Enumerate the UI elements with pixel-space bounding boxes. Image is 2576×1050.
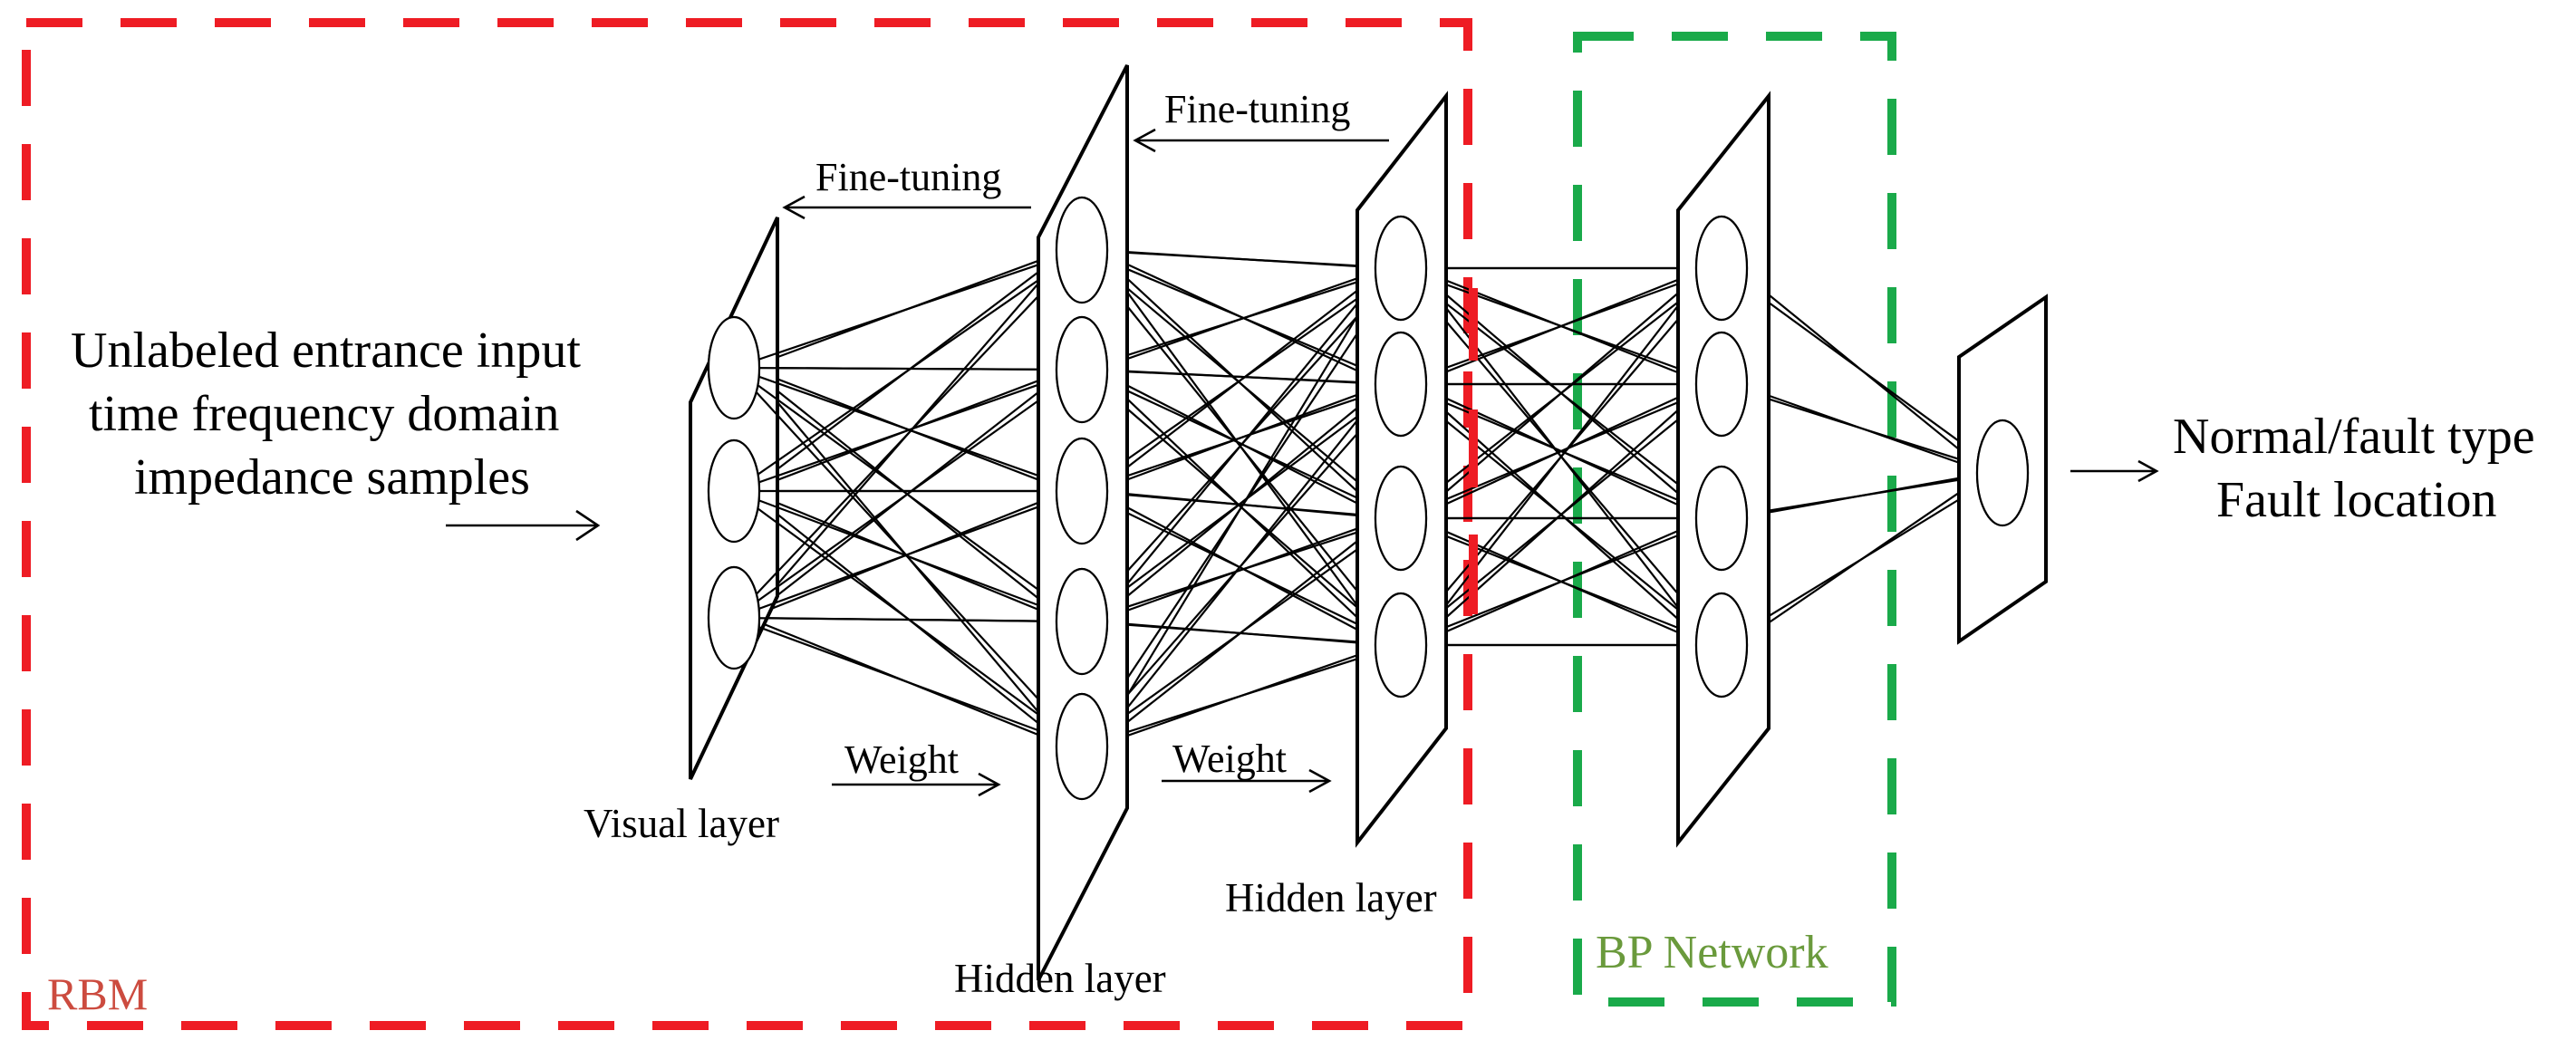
connection-line bbox=[1081, 249, 1402, 646]
connection-line bbox=[1081, 383, 1402, 622]
connection-line bbox=[1081, 267, 1402, 622]
connection-line bbox=[733, 616, 1083, 748]
connection-line bbox=[733, 489, 1083, 620]
fine-tuning-label-2: Fine-tuning bbox=[1164, 87, 1350, 131]
weight-label-1: Weight bbox=[844, 737, 959, 782]
fine-tuning-arrow-1 bbox=[782, 195, 1031, 220]
neuron-node bbox=[1694, 592, 1749, 698]
connection-line bbox=[1081, 248, 1402, 270]
neuron-node bbox=[1055, 567, 1109, 676]
input-text-line2: time frequency domain bbox=[89, 386, 559, 442]
bp-network-region-label: BP Network bbox=[1596, 927, 1828, 978]
hidden-layer-2-label: Hidden layer bbox=[1225, 875, 1437, 920]
input-text-line1: Unlabeled entrance input bbox=[71, 323, 581, 379]
neuron-node bbox=[1374, 215, 1428, 322]
connection-line bbox=[733, 249, 1083, 492]
connection-line bbox=[1081, 249, 1402, 519]
connection-line bbox=[1081, 267, 1402, 747]
connection-line bbox=[733, 616, 1083, 623]
output-arrow bbox=[2070, 459, 2159, 483]
connection-line bbox=[733, 366, 1083, 371]
weight-arrow-1 bbox=[832, 772, 1001, 797]
connection-line bbox=[1081, 383, 1402, 747]
neuron-node bbox=[1374, 592, 1428, 698]
connection-line bbox=[1400, 383, 1722, 646]
hidden-layer-1-label: Hidden layer bbox=[954, 956, 1166, 1001]
weight-label-2: Weight bbox=[1172, 737, 1287, 781]
neuron-node bbox=[1694, 465, 1749, 572]
neuron-node bbox=[707, 438, 761, 544]
connection-line bbox=[1400, 266, 1722, 386]
connection-line bbox=[733, 489, 1083, 623]
neuron-node bbox=[1694, 215, 1749, 322]
layers bbox=[689, 64, 2048, 981]
connection-line bbox=[1081, 489, 1402, 520]
connection-line bbox=[1081, 266, 1402, 371]
connection-line bbox=[1081, 490, 1402, 646]
neuron-node bbox=[1055, 692, 1109, 801]
connection-line bbox=[1081, 382, 1402, 493]
neuron-node bbox=[1975, 419, 2030, 527]
connection-line bbox=[1081, 516, 1402, 623]
connection-line bbox=[1081, 267, 1402, 492]
connection-line bbox=[1081, 248, 1402, 386]
rbm-region-label: RBM bbox=[47, 968, 148, 1019]
connection-line bbox=[1081, 643, 1402, 748]
weight-arrow-2 bbox=[1162, 768, 1332, 794]
neuron-node bbox=[1055, 437, 1109, 545]
neuron-node bbox=[1374, 465, 1428, 572]
input-arrow bbox=[446, 509, 601, 542]
connection-line bbox=[1400, 516, 1722, 647]
connection-line bbox=[733, 248, 1083, 370]
rbm-region-box bbox=[22, 18, 1472, 1030]
neuron-node bbox=[1055, 315, 1109, 424]
connection-line bbox=[1400, 267, 1722, 519]
fine-tuning-label-1: Fine-tuning bbox=[815, 155, 1001, 199]
neuron-node bbox=[707, 565, 761, 670]
neuron-node bbox=[707, 315, 761, 420]
output-text-line1: Normal/fault type bbox=[2173, 409, 2535, 465]
neuron-node bbox=[1694, 331, 1749, 438]
connection-line bbox=[1400, 267, 1722, 646]
neuron-node bbox=[1374, 331, 1428, 438]
neuron-node bbox=[1055, 196, 1109, 304]
connection-line bbox=[733, 368, 1083, 493]
connection-line bbox=[1081, 517, 1402, 747]
input-text-line3: impedance samples bbox=[134, 449, 530, 506]
visual-layer-label: Visual layer bbox=[584, 801, 779, 846]
connection-line bbox=[733, 369, 1083, 619]
output-text-line2: Fault location bbox=[2216, 472, 2497, 528]
fine-tuning-arrow-2 bbox=[1133, 128, 1389, 153]
connection-line bbox=[1400, 382, 1722, 520]
connection-line bbox=[1081, 368, 1402, 386]
connection-line bbox=[733, 249, 1083, 619]
